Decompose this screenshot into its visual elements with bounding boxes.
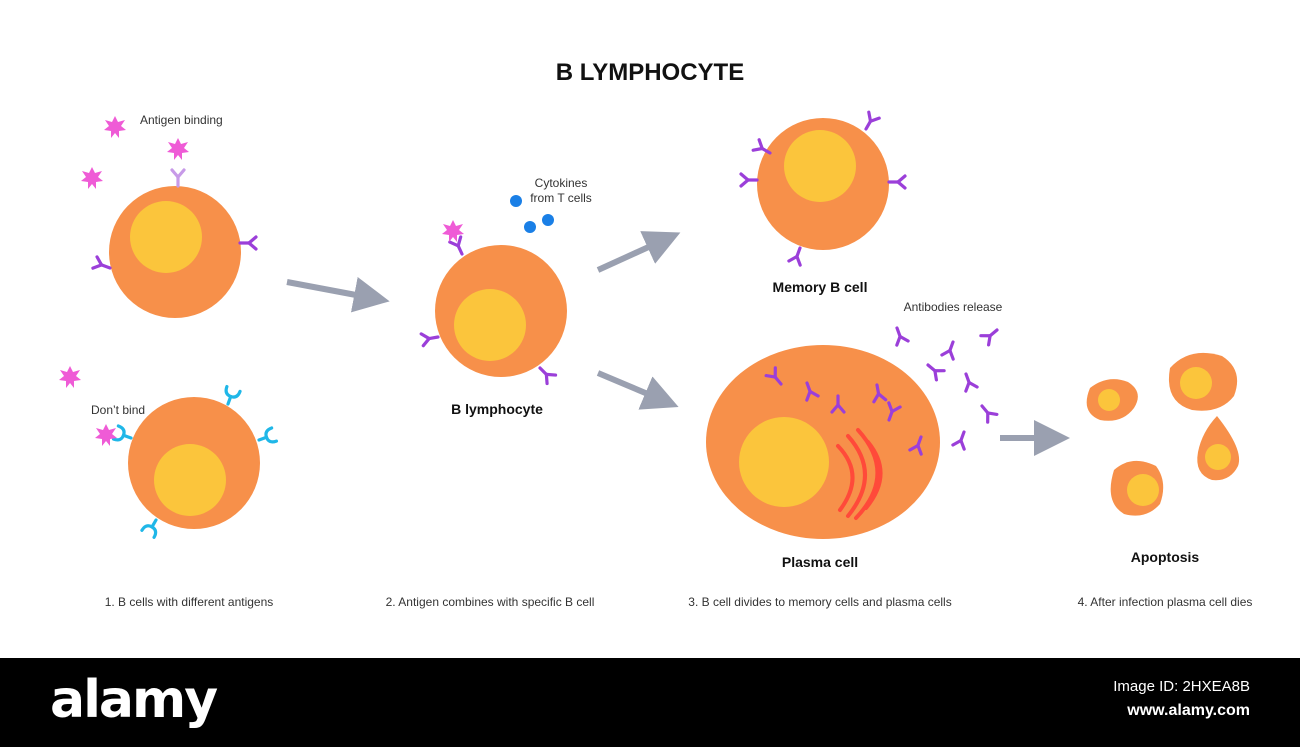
step-caption-3: 3. B cell divides to memory cells and pl… (688, 595, 951, 609)
site-url-text: www.alamy.com (1127, 702, 1250, 719)
arrow-icon (596, 231, 681, 273)
step-caption-2: 2. Antigen combines with specific B cell (386, 595, 595, 609)
b-lymphocyte-label: B lymphocyte (451, 401, 543, 417)
antigen-icon (104, 116, 126, 138)
receptor-icon (448, 235, 470, 259)
nucleus (1127, 474, 1159, 506)
receptor-icon (887, 174, 907, 190)
apoptosis-label: Apoptosis (1131, 549, 1200, 565)
apoptotic-cell (1086, 379, 1138, 421)
cytokines-label-line2: from T cells (530, 191, 592, 205)
antibody-icon (951, 428, 972, 451)
apoptotic-cell (1168, 352, 1238, 411)
antibody-icon (958, 370, 979, 393)
b-cell-nonbinding (111, 384, 279, 539)
antigen-icon (167, 138, 189, 160)
antigen-icon (59, 366, 81, 388)
cytokines-label-line1: Cytokines (535, 176, 588, 190)
receptor-icon (739, 172, 759, 188)
memory-b-cell (739, 110, 907, 267)
antibody-icon (922, 358, 946, 382)
receptor-icon (255, 426, 279, 449)
apoptotic-cell (1197, 416, 1240, 481)
nucleus (154, 444, 226, 516)
receptor-icon (787, 244, 808, 267)
antigen-icon (81, 167, 103, 189)
antibody-icon (979, 323, 1003, 347)
receptor-icon (419, 329, 441, 348)
b-cell-binding (91, 168, 258, 318)
receptor-icon (170, 168, 186, 188)
nucleus (1180, 367, 1212, 399)
antibody-icon (889, 324, 910, 347)
cytokine-dot (510, 195, 522, 207)
nucleus (1098, 389, 1120, 411)
antibodies-release-label: Antibodies release (904, 300, 1003, 314)
step-caption-1: 1. B cells with different antigens (105, 595, 274, 609)
step-caption-4: 4. After infection plasma cell dies (1078, 595, 1253, 609)
cytokine-dot (542, 214, 554, 226)
receptor-icon (534, 362, 558, 386)
nucleus (784, 130, 856, 202)
plasma-cell (706, 345, 940, 539)
receptor-icon (219, 384, 242, 408)
antigen-icon (95, 424, 117, 446)
nucleus (1205, 444, 1231, 470)
endoplasmic-reticulum-icon (836, 428, 883, 520)
receptor-icon (111, 424, 135, 447)
page-title: B LYMPHOCYTE (556, 59, 744, 86)
image-id-text: Image ID: 2HXEA8B (1113, 678, 1250, 695)
dont-bind-label: Don’t bind (91, 403, 145, 417)
receptor-icon (140, 514, 164, 539)
receptor-icon (238, 235, 258, 251)
receptor-icon (859, 110, 881, 134)
alamy-logo: alamy (50, 670, 218, 730)
cytokines (510, 195, 554, 233)
watermark-footer: alamy Image ID: 2HXEA8B www.alamy.com (0, 658, 1300, 747)
antibody-icon (940, 338, 961, 361)
cytokine-dot (524, 221, 536, 233)
nucleus (130, 201, 202, 273)
plasma-cell-label: Plasma cell (782, 554, 858, 570)
antibody-icon (975, 400, 999, 424)
apoptotic-cell (1110, 460, 1164, 516)
apoptotic-cells (1086, 352, 1240, 516)
arrow-icon (596, 370, 679, 410)
diagram-stage: B LYMPHOCYTE Antigen binding Don’t bind (59, 59, 1253, 609)
memory-b-cell-label: Memory B cell (773, 279, 868, 295)
nucleus (454, 289, 526, 361)
nucleus (739, 417, 829, 507)
b-lymphocyte-cell (419, 220, 567, 386)
diagram-canvas: B LYMPHOCYTE Antigen binding Don’t bind (59, 59, 1253, 609)
antigen-binding-label: Antigen binding (140, 113, 223, 127)
arrow-icon (286, 276, 390, 313)
receptor-icon (91, 255, 114, 276)
